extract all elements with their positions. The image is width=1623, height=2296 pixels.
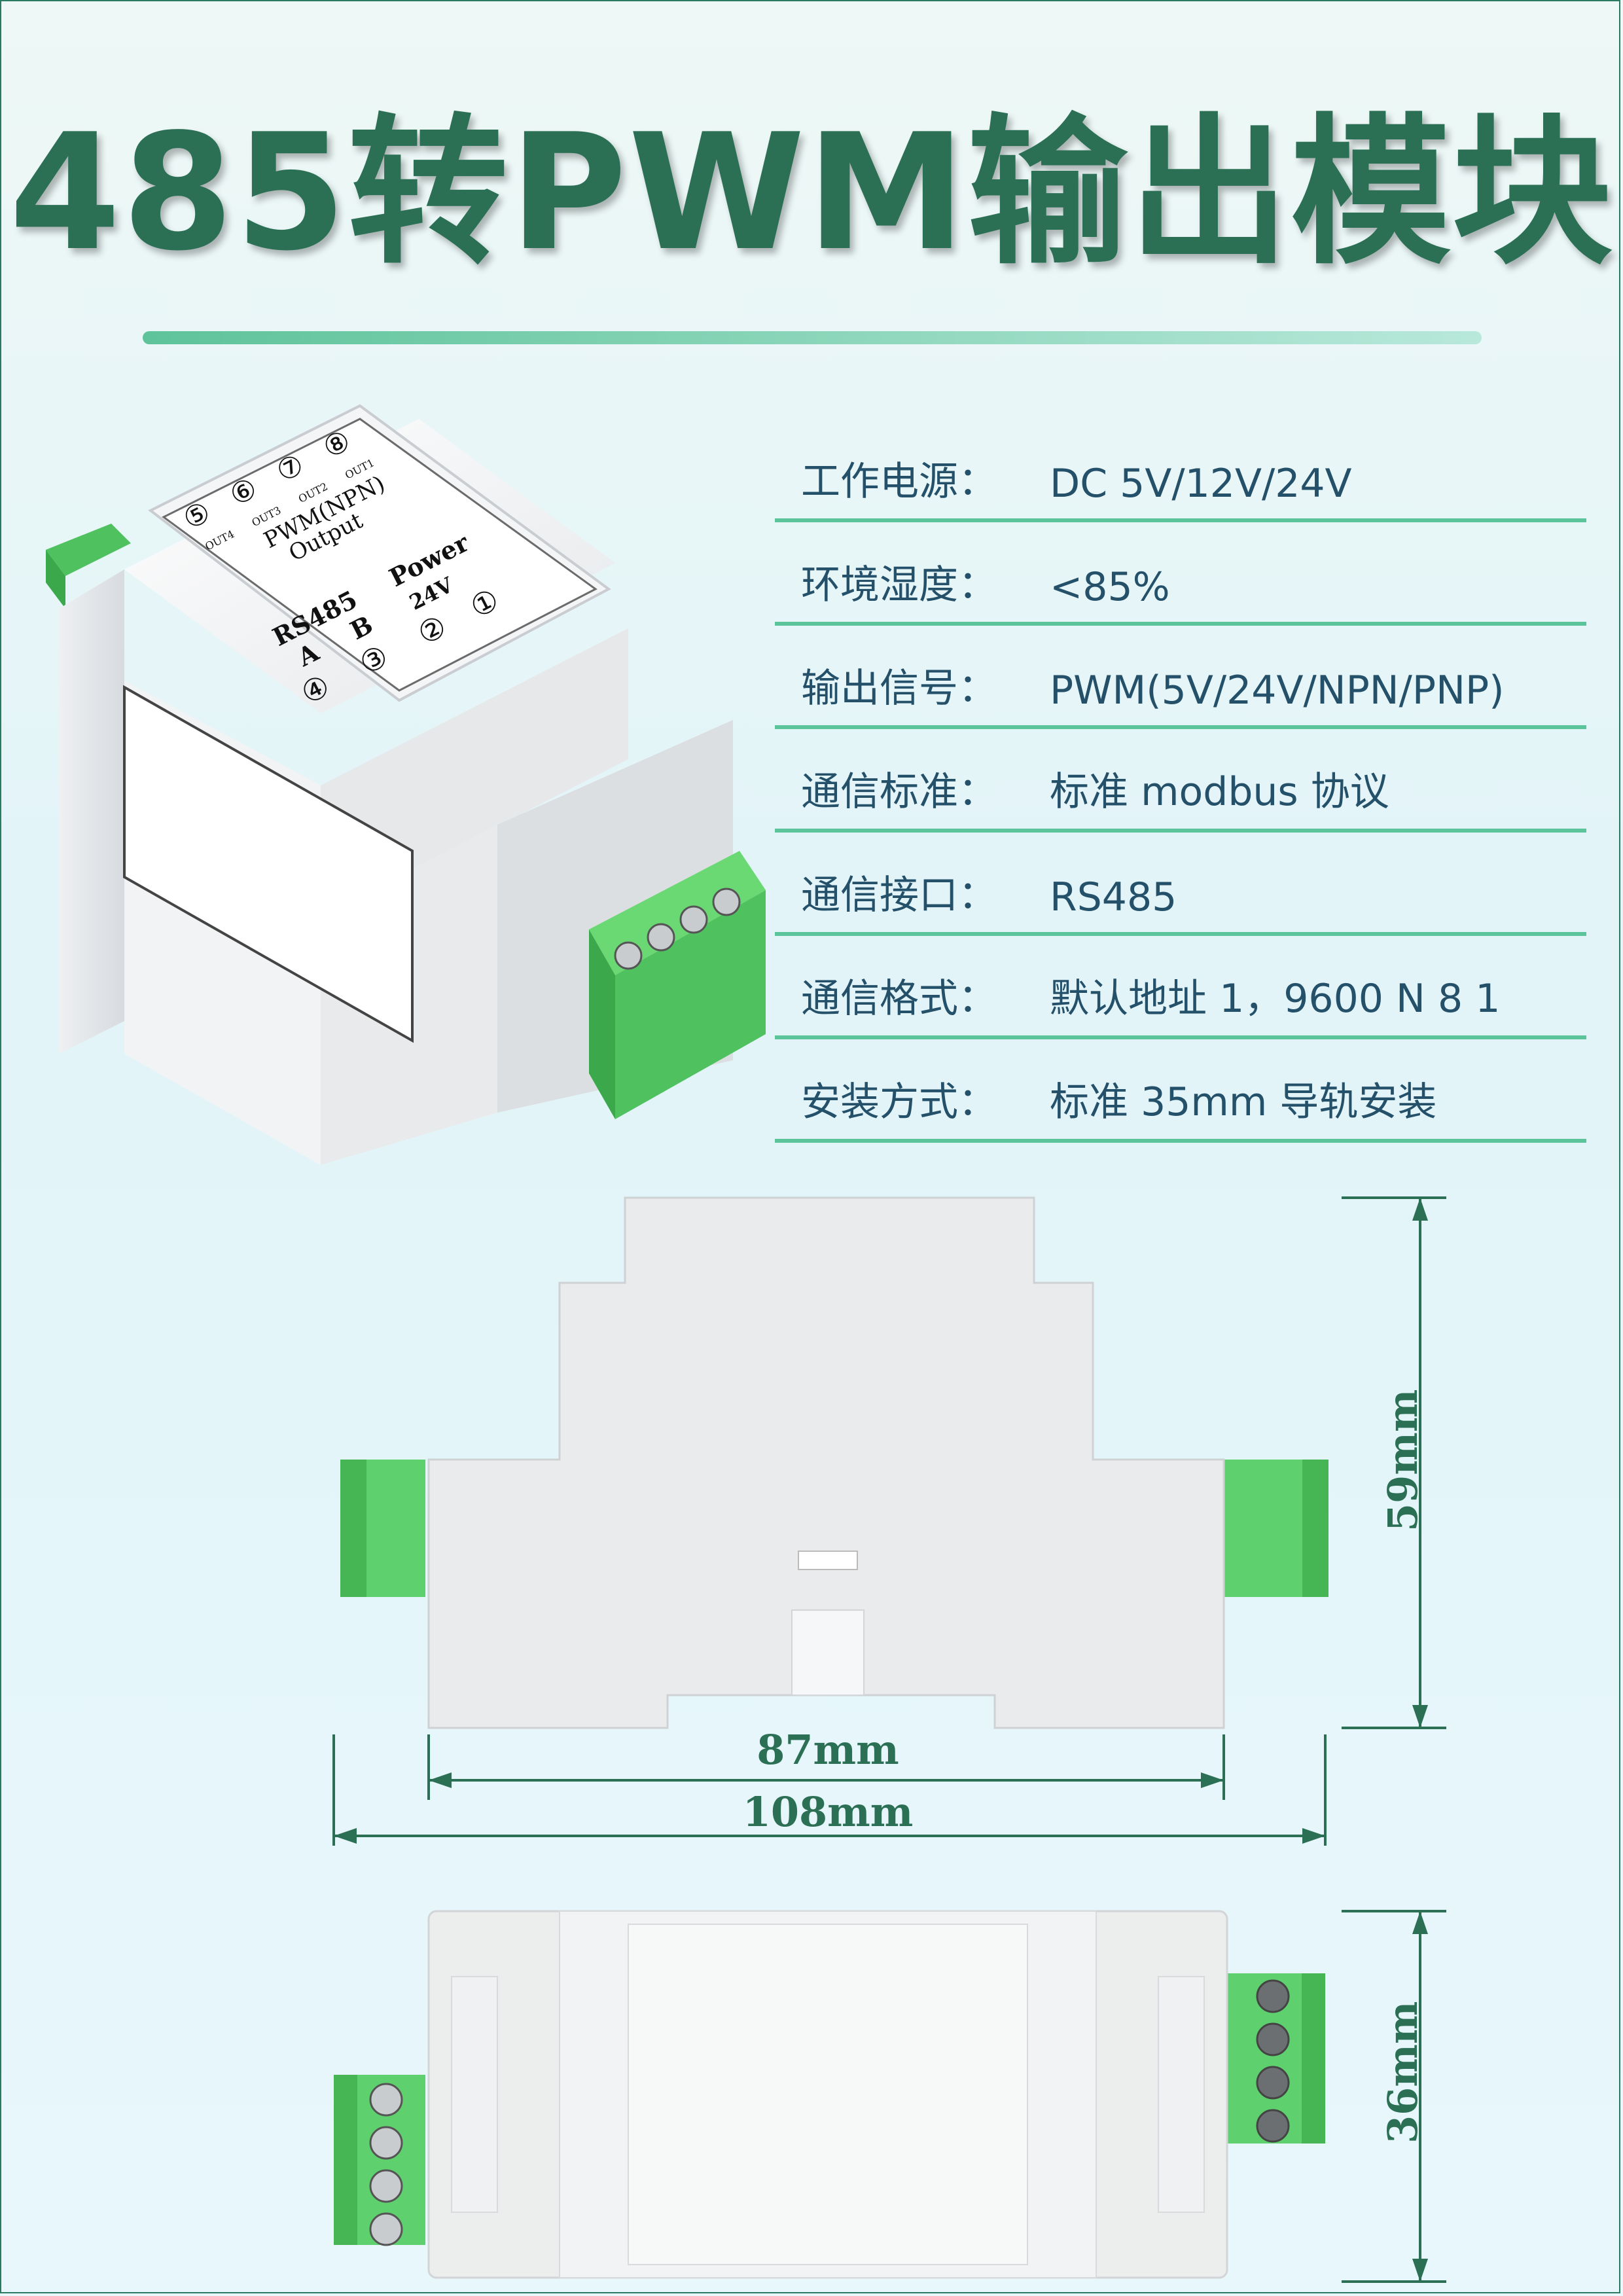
spec-value: RS485 [1050, 874, 1177, 920]
spec-row-interface: 通信接口： RS485 [775, 833, 1586, 936]
spec-row-humidity: 环境湿度： <85% [775, 522, 1586, 626]
front-view-drawing: 59mm 87mm 108mm [332, 1196, 1446, 1846]
spec-value: 标准 modbus 协议 [1050, 769, 1389, 815]
spec-row-power: 工作电源： DC 5V/12V/24V [775, 419, 1586, 522]
height-dimension-label: 59mm [1379, 1390, 1427, 1532]
spec-label: 输出信号： [801, 666, 997, 711]
top-view-drawing: 36mm [334, 1910, 1446, 2283]
spec-label: 环境湿度： [801, 562, 997, 608]
spec-label: 通信格式： [801, 976, 997, 1022]
spec-row-output: 输出信号： PWM(5V/24V/NPN/PNP) [775, 626, 1586, 729]
title-underline [143, 331, 1482, 344]
inner-width-dimension-label: 87mm [757, 1726, 899, 1774]
spec-row-format: 通信格式： 默认地址 1，9600 N 8 1 [775, 936, 1586, 1039]
spec-label: 工作电源： [801, 459, 997, 505]
spec-value: 标准 35mm 导轨安装 [1050, 1079, 1437, 1125]
spec-list: 工作电源： DC 5V/12V/24V 环境湿度： <85% 输出信号： PWM… [775, 419, 1586, 1143]
product-3d-illustration: ⑤ ⑥ ⑦ ⑧ OUT4 OUT3 OUT2 OUT1 PWM(NPN) Out… [46, 404, 766, 1165]
spec-label: 通信标准： [801, 769, 997, 815]
spec-label: 通信接口： [801, 872, 997, 918]
spec-value: PWM(5V/24V/NPN/PNP) [1050, 668, 1505, 713]
page-title: 485转PWM输出模块 [9, 99, 1614, 286]
spec-row-standard: 通信标准： 标准 modbus 协议 [775, 729, 1586, 833]
spec-value: 默认地址 1，9600 N 8 1 [1050, 976, 1501, 1022]
depth-dimension-label: 36mm [1379, 2001, 1427, 2144]
spec-value: <85% [1050, 564, 1170, 610]
spec-value: DC 5V/12V/24V [1050, 461, 1352, 507]
spec-row-install: 安装方式： 标准 35mm 导轨安装 [775, 1039, 1586, 1143]
spec-label: 安装方式： [801, 1079, 997, 1125]
outer-width-dimension-label: 108mm [743, 1788, 914, 1836]
